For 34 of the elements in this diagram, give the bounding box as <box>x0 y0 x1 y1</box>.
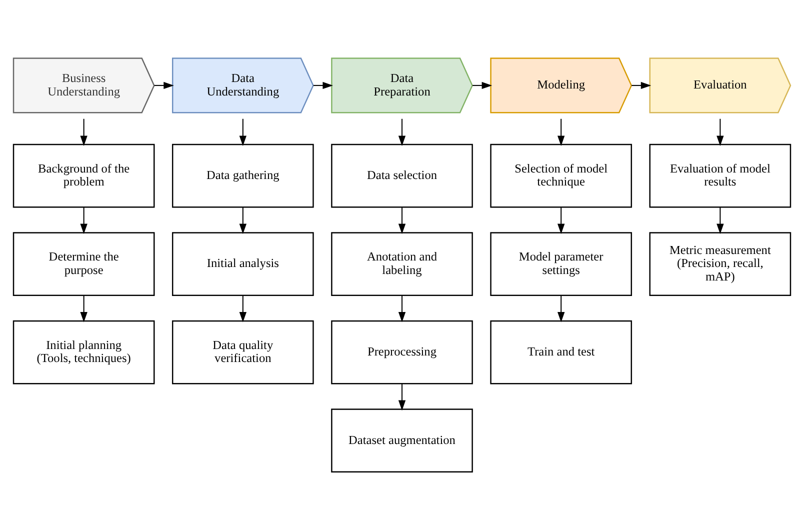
arrow <box>80 118 87 146</box>
node-box: Selection of model technique <box>490 144 632 208</box>
arrow <box>398 207 406 234</box>
arrow <box>716 118 724 146</box>
node-box: Dataset augmentation <box>330 408 472 472</box>
arrow <box>154 82 174 90</box>
arrow <box>238 296 246 322</box>
node-box: Data gathering <box>171 144 314 208</box>
node-box: Anotation and labeling <box>330 232 472 296</box>
arrow <box>557 296 564 322</box>
node-box: Initial analysis <box>171 232 314 296</box>
arrow <box>238 118 246 146</box>
node-box: Model parameter settings <box>490 232 632 296</box>
arrow <box>716 207 724 234</box>
arrow <box>312 82 332 90</box>
node-box: Data quality verification <box>171 320 314 384</box>
arrow <box>398 296 406 322</box>
arrow <box>472 82 492 90</box>
node-box: Initial planning (Tools, techniques) <box>12 320 154 384</box>
arrow <box>238 207 246 234</box>
node-box: Determine the purpose <box>12 232 154 296</box>
node-box: Preprocessing <box>330 320 472 384</box>
node-box: Metric measurement (Precision, recall, mAP) <box>648 232 791 296</box>
arrow <box>631 82 651 90</box>
arrow <box>398 384 406 411</box>
arrow <box>80 207 87 234</box>
arrow <box>557 118 564 146</box>
node-box: Train and test <box>490 320 632 384</box>
arrow <box>80 296 87 322</box>
node-box: Background of the problem <box>12 144 154 208</box>
arrow <box>398 118 406 146</box>
node-box: Evaluation of model results <box>648 144 791 208</box>
node-box: Data selection <box>330 144 472 208</box>
arrow <box>557 207 564 234</box>
